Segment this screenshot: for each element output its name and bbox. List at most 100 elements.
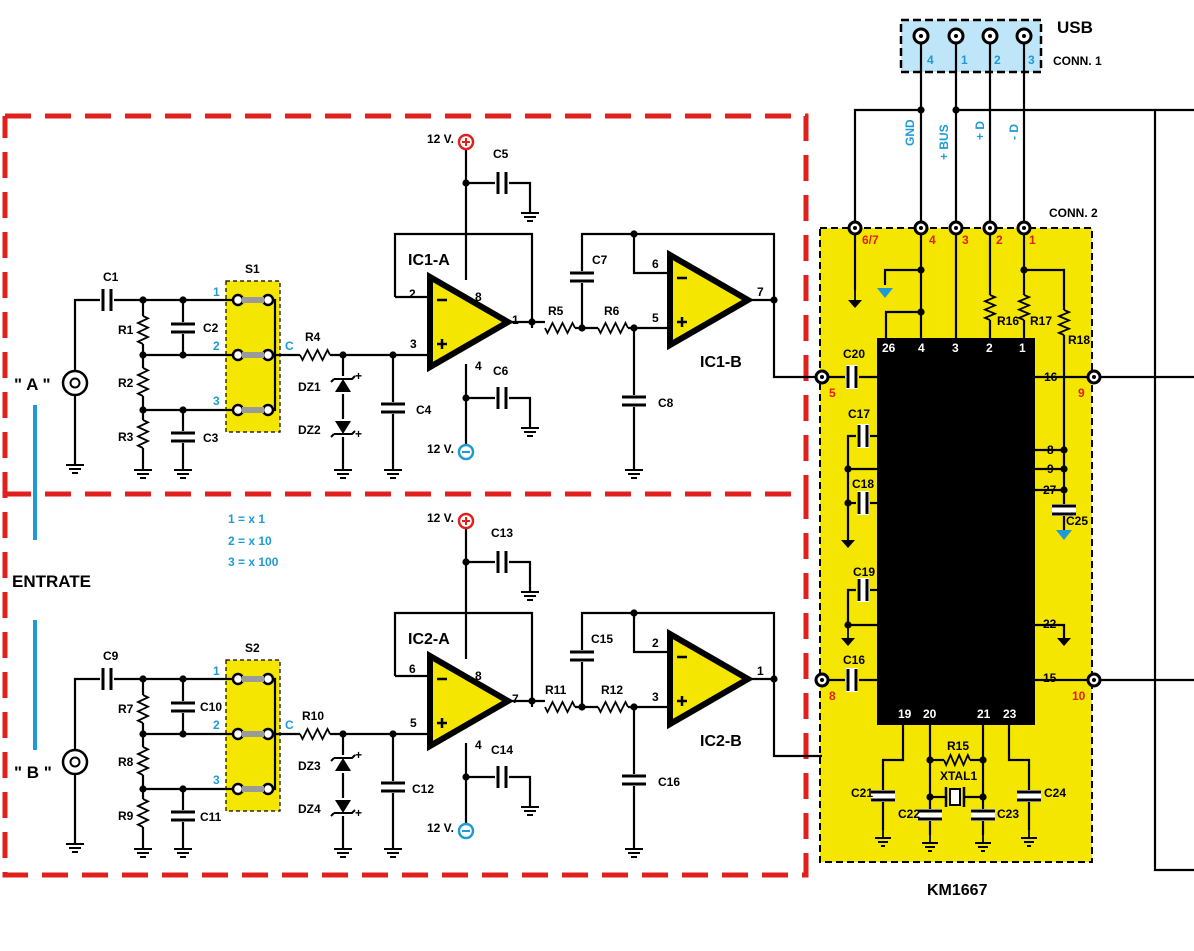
switch-contact [242, 297, 264, 303]
entrate-label: ENTRATE [12, 572, 91, 591]
zener-diode: + [330, 748, 362, 773]
ch-a-plus-label: 12 V. [427, 132, 454, 146]
ic2-pin-13: 13 [880, 671, 894, 685]
junction-dot [917, 308, 925, 316]
svg-text:+: + [355, 427, 362, 441]
wire [883, 268, 921, 285]
r2-label: R2 [118, 376, 134, 390]
c9-label: C9 [103, 649, 119, 663]
op-amp [667, 249, 755, 351]
ic1a-label: IC1-A [408, 252, 450, 269]
junction-dot [917, 106, 925, 114]
r15-label: R15 [947, 739, 969, 753]
ch-a-minus-label: 12 V. [427, 442, 454, 456]
switch-contact [242, 407, 264, 413]
switch-terminal [231, 782, 245, 796]
components: ++++ [61, 27, 1102, 858]
ic2a-label: IC2-A [408, 631, 450, 648]
wire [393, 611, 534, 701]
ic2b-pin-2: 2 [652, 636, 659, 650]
ground-symbol [66, 834, 84, 853]
junction-dot [1060, 446, 1068, 454]
c12-label: C12 [412, 782, 434, 796]
s2-common: C [285, 718, 294, 732]
ic1a-pin-1: 1 [512, 313, 519, 327]
r6-label: R6 [604, 304, 620, 318]
ic2-chip [877, 338, 1035, 725]
ground-symbol [174, 839, 192, 858]
c18-label: C18 [852, 477, 874, 491]
ic2-pin-27: 27 [1043, 483, 1057, 497]
wire [632, 613, 670, 654]
junction-dot [952, 106, 960, 114]
op-amp [427, 271, 515, 373]
resistor [597, 699, 629, 715]
switch-terminal [231, 293, 245, 307]
dplus-signal: + D [973, 121, 987, 140]
switch-contact [242, 786, 264, 792]
r8-label: R8 [118, 755, 134, 769]
terminal-pin-center [954, 34, 958, 38]
ground-symbol [922, 835, 938, 852]
conn2-pin-2: 2 [996, 233, 1003, 247]
ch-b-minus-label: 12 V. [427, 821, 454, 835]
resistor [943, 752, 971, 768]
c6-label: C6 [493, 364, 509, 378]
ground-symbol [521, 418, 539, 437]
ic2-pin-10: 10 [880, 429, 894, 443]
c17-label: C17 [848, 407, 870, 421]
ic2-pin-14: 14 [880, 496, 894, 510]
terminal-pin-center [1092, 678, 1096, 682]
usb-title: USB [1057, 18, 1093, 37]
c16b-label: C16 [843, 653, 865, 667]
zener-diode: + [330, 419, 362, 441]
input-a-label: " A " [14, 375, 51, 394]
ground-symbol [521, 582, 539, 601]
input-b-label: " B " [14, 763, 52, 782]
ic2-pin-12: 12 [880, 370, 894, 384]
ic2b-pin-1: 1 [757, 664, 764, 678]
switch-contact [242, 352, 264, 358]
ground-symbol [134, 839, 152, 858]
c3-label: C3 [203, 431, 219, 445]
ground-arrow-head [1057, 638, 1071, 646]
svg-text:+: + [355, 748, 362, 762]
conn2-pin-4: 4 [929, 233, 936, 247]
resistor [299, 726, 331, 742]
ic2-pin-18: 18 [880, 617, 894, 631]
s1-pos-3: 3 [213, 394, 220, 408]
ic2-pin-8: 8 [1047, 443, 1054, 457]
usb-pin-3: 3 [1028, 53, 1035, 67]
ic1b-label: IC1-B [700, 354, 742, 371]
switch-terminal [261, 348, 275, 362]
ground-arrow-head [848, 300, 862, 308]
wire [73, 298, 100, 371]
s1-label: S1 [245, 262, 260, 276]
ic2-pin-3: 3 [952, 341, 959, 355]
wire [884, 310, 921, 338]
wire [509, 560, 532, 582]
resistor [1056, 309, 1072, 336]
conn2-pin-1: 1 [1029, 233, 1036, 247]
ground-symbol [521, 203, 539, 222]
switch-contact [242, 731, 264, 737]
gain-x10: 2 = x 10 [228, 534, 272, 548]
switch-terminal [261, 782, 275, 796]
c16-label: C16 [658, 775, 680, 789]
ground-symbol [384, 460, 402, 479]
dz3-label: DZ3 [298, 759, 321, 773]
c4-label: C4 [416, 403, 432, 417]
s2-label: S2 [245, 641, 260, 655]
resistor [135, 419, 151, 449]
r11-label: R11 [545, 683, 567, 697]
junction-dot [770, 675, 778, 683]
r5-label: R5 [548, 304, 564, 318]
wire [748, 298, 822, 379]
wire [632, 234, 670, 275]
junction-dot [139, 296, 147, 304]
conn2-pin-67: 6/7 [862, 233, 879, 247]
ic2-pin-17: 17 [880, 584, 894, 598]
ic2a-pin-6: 6 [409, 662, 416, 676]
switch-terminal [231, 727, 245, 741]
wire [393, 232, 534, 322]
